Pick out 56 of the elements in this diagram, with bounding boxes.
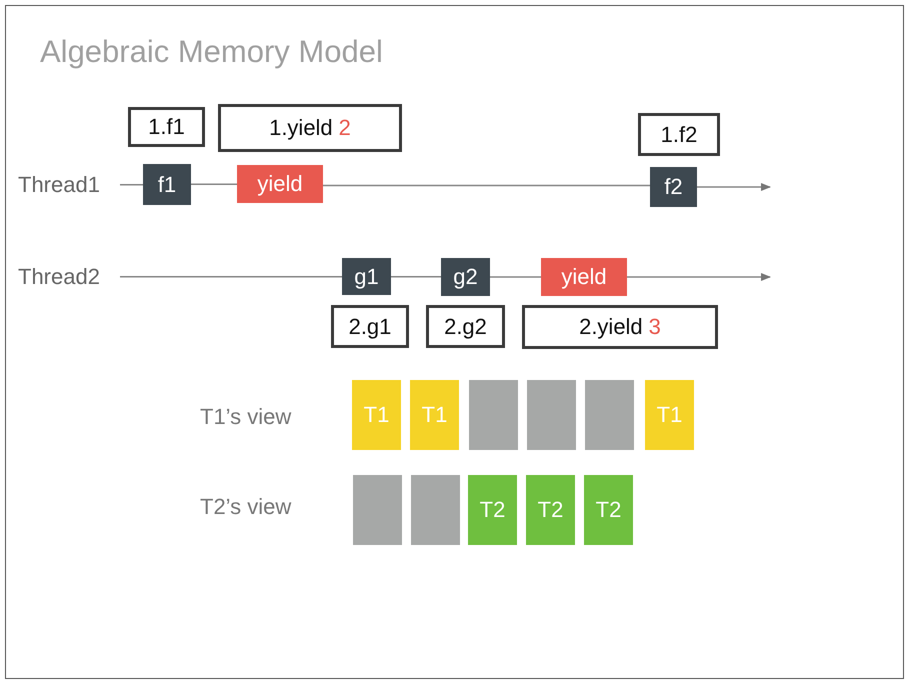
operation-box <box>342 258 391 295</box>
timeline-line <box>120 184 143 186</box>
node-label: 2.g2 <box>444 314 487 340</box>
memory-label-box <box>331 305 409 348</box>
node-label: g1 <box>354 264 379 290</box>
timeline-arrow <box>627 273 771 281</box>
view-block <box>469 380 518 450</box>
view-block <box>353 475 402 545</box>
view-block <box>411 475 460 545</box>
view-block <box>468 475 517 545</box>
node-label: f1 <box>158 172 176 198</box>
memory-label-box <box>638 113 720 156</box>
node-label: yield <box>561 264 607 290</box>
memory-label-box <box>522 305 718 349</box>
operation-box <box>650 167 697 207</box>
timeline-line <box>191 184 237 185</box>
memory-label-box <box>426 305 505 348</box>
memory-label: 1.yield <box>269 115 333 141</box>
view-block <box>645 380 694 450</box>
view-label: T1’s view <box>200 404 292 430</box>
node-label: 1.f2 <box>660 122 698 148</box>
node-label: T1 <box>422 402 448 428</box>
node-label: Thread2 <box>18 264 100 290</box>
view-block <box>526 475 575 545</box>
node-label: T1 <box>364 402 390 428</box>
timeline-line <box>391 276 441 278</box>
view-label: T2’s view <box>200 494 292 520</box>
node-label: Thread1 <box>18 172 100 198</box>
step-number: 2 <box>338 115 351 141</box>
memory-label-box <box>218 104 402 152</box>
step-number: 3 <box>648 314 661 340</box>
view-block <box>410 380 459 450</box>
node-label: f2 <box>664 174 683 200</box>
timeline-line <box>323 184 650 186</box>
node-label: 1.f1 <box>148 114 185 140</box>
timeline-line <box>120 276 342 278</box>
node-label: T1 <box>656 402 682 428</box>
node-label: yield <box>257 171 303 197</box>
node-label: T2 <box>538 497 564 523</box>
yield-box <box>541 258 627 296</box>
memory-label: 2.yield <box>579 314 643 340</box>
node-label: g2 <box>453 264 478 290</box>
view-block <box>585 380 634 450</box>
view-block <box>527 380 576 450</box>
timeline-arrow <box>697 183 771 191</box>
node-label: 2.g1 <box>348 314 392 340</box>
operation-box <box>143 164 191 205</box>
timeline-line <box>490 276 541 278</box>
view-block <box>352 380 401 450</box>
view-block <box>584 475 633 545</box>
yield-box <box>237 165 323 203</box>
operation-box <box>441 258 490 296</box>
node-label: T2 <box>596 497 622 523</box>
diagram-title: Algebraic Memory Model <box>40 34 383 70</box>
node-label: T2 <box>480 497 506 523</box>
memory-label-box <box>128 107 205 147</box>
